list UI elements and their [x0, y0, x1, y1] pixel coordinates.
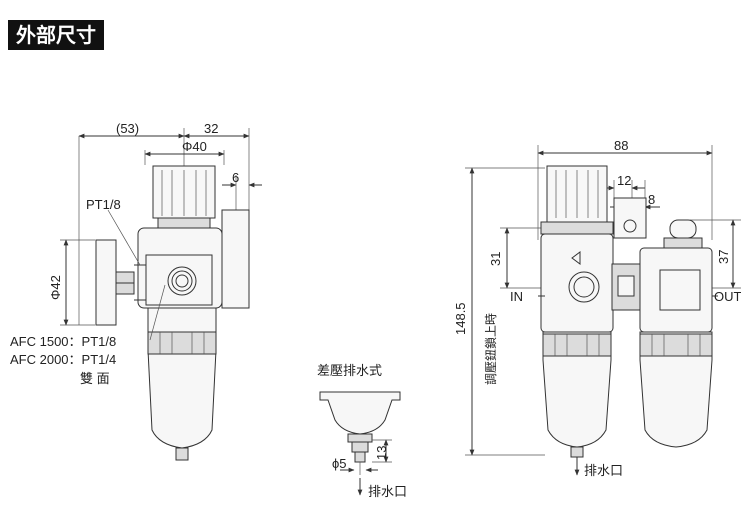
outlet-label: OUT [714, 289, 741, 304]
port-gauge-label: PT1/8 [86, 197, 121, 212]
dim-phi40: Φ40 [182, 139, 207, 154]
page-title: 外部尺寸 [8, 20, 104, 50]
drain-port-label-right: 排水口 [584, 463, 623, 478]
dim-phi42: Φ42 [48, 275, 63, 300]
dim-53: (53) [116, 121, 139, 136]
right-view-drawing [465, 145, 741, 476]
dim-88: 88 [614, 138, 628, 153]
drain-detail-title: 差壓排水式 [317, 363, 382, 378]
inlet-label: IN [510, 289, 523, 304]
dim-8: 8 [648, 192, 655, 207]
dim-148-5: 148.5 [453, 302, 468, 335]
drain-detail-drawing [319, 391, 401, 496]
port-afc2000-label: AFC 2000：PT1/4 [10, 352, 116, 367]
dim-phi5: ϕ5 [332, 456, 347, 471]
note-both-sides: 雙 面 [80, 371, 110, 386]
drain-port-label: 排水口 [368, 484, 407, 499]
port-afc1500-label: AFC 1500：PT1/8 [10, 334, 116, 349]
dim-37: 37 [716, 250, 731, 264]
left-view-drawing [60, 128, 262, 461]
dim-12: 12 [617, 173, 631, 188]
dim-13: 13 [374, 446, 389, 460]
knob-locked-note: 調壓鈕鎖上時 [483, 313, 498, 385]
dim-6: 6 [232, 170, 239, 185]
dim-32: 32 [204, 121, 218, 136]
dim-31: 31 [488, 252, 503, 266]
